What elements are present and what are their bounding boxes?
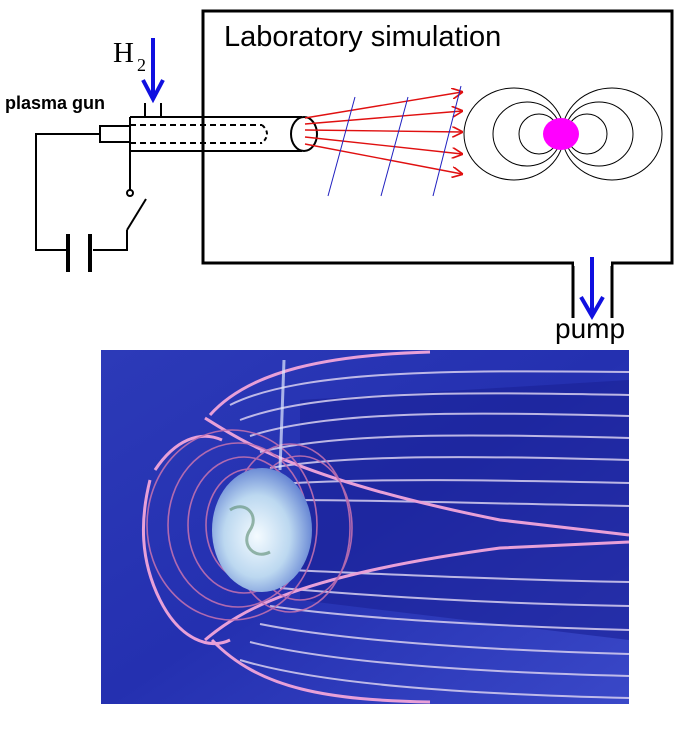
capacitor-circuit — [35, 133, 147, 272]
plasma-gun-label: plasma gun — [5, 93, 105, 113]
plasma-stream-arrows — [304, 92, 462, 174]
pump-label: pump — [555, 313, 625, 344]
plasma-gun-tube — [99, 116, 318, 152]
pump-flow-arrow-icon — [579, 257, 605, 320]
diagram-title: Laboratory simulation — [224, 21, 501, 53]
magnetic-field-lines — [327, 85, 462, 197]
gas-flow-arrow-icon — [141, 38, 165, 104]
earth-globe — [212, 468, 312, 592]
svg-text:2: 2 — [137, 55, 146, 75]
gas-inlet-label: H 2 — [113, 37, 146, 75]
planet-model — [543, 118, 579, 150]
svg-text:H: H — [113, 37, 134, 69]
vacuum-chamber — [201, 9, 674, 265]
magnetosphere-photo — [101, 350, 630, 704]
